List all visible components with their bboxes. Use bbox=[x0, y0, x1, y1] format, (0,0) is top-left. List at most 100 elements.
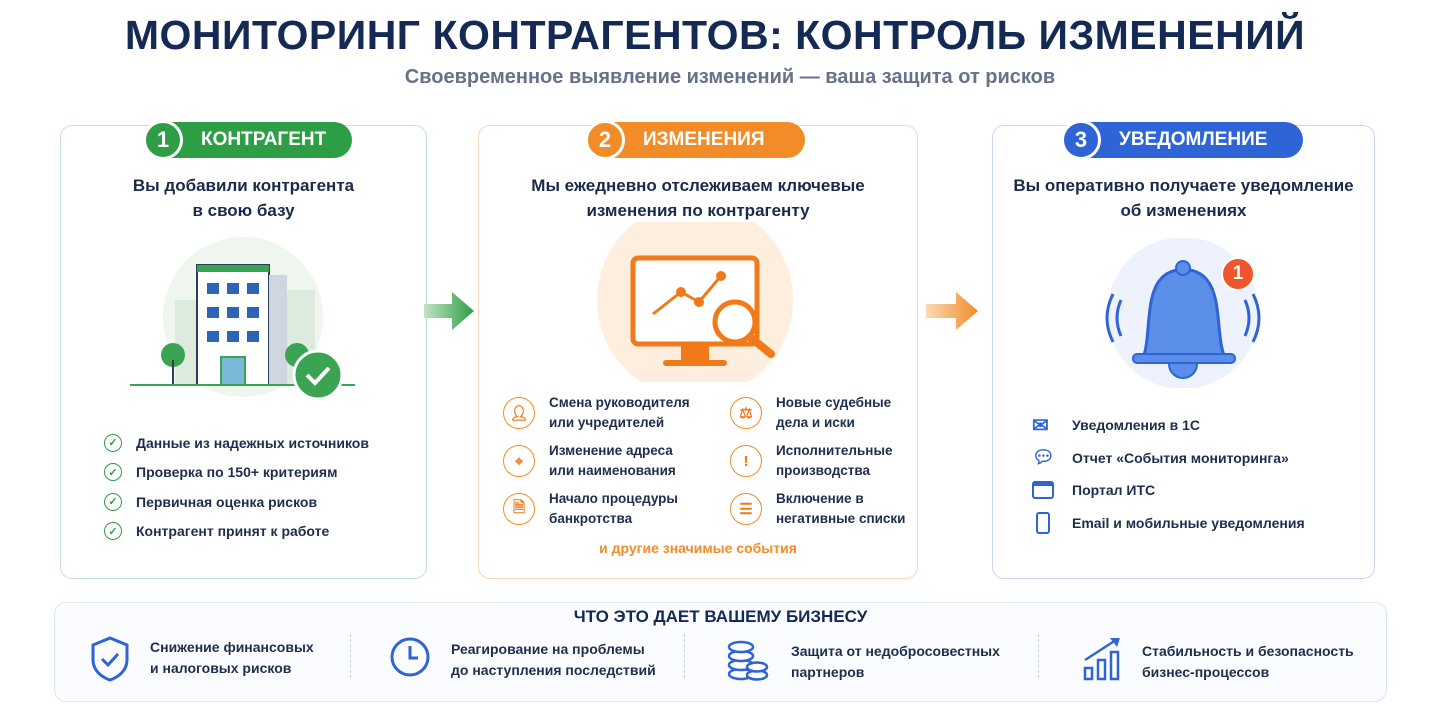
check-item-text: Проверка по 150+ критериям bbox=[136, 464, 338, 481]
benefit-item: Реагирование на проблемы до наступления п… bbox=[389, 636, 656, 684]
growth-chart-icon bbox=[1082, 636, 1122, 688]
divider bbox=[350, 634, 351, 678]
coins-stack-icon bbox=[725, 636, 769, 688]
channel-text: Отчет «События мониторинга» bbox=[1072, 449, 1289, 466]
divider bbox=[1038, 634, 1039, 678]
gavel-icon: ⚖︎ bbox=[730, 397, 762, 429]
check-item-text: Данные из надежных источников bbox=[136, 434, 369, 451]
exclamation-icon: ! bbox=[730, 445, 762, 477]
channel-item: Email и мобильные уведомления bbox=[1032, 507, 1305, 540]
notification-count-badge: 1 bbox=[1221, 257, 1255, 291]
notification-channels: ✉ Уведомления в 1С 💬︎ Отчет «События монит… bbox=[1032, 409, 1305, 539]
event-line: Начало процедуры bbox=[549, 491, 678, 506]
benefit-line: Снижение финансовых bbox=[150, 639, 314, 655]
channel-text: Уведомления в 1С bbox=[1072, 417, 1201, 434]
step-number: 3 bbox=[1061, 120, 1101, 160]
heading-line: Вы добавили контрагента bbox=[132, 176, 355, 195]
event-line: Изменение адреса bbox=[549, 443, 673, 458]
chat-bubble-icon: 💬︎ bbox=[1032, 447, 1055, 468]
channel-item: ✉ Уведомления в 1С bbox=[1032, 409, 1305, 442]
building-icon bbox=[130, 237, 355, 401]
benefit-line: и налоговых рисков bbox=[150, 660, 292, 676]
benefits-panel bbox=[54, 602, 1387, 702]
envelope-icon: ✉ bbox=[1032, 414, 1049, 437]
arrow-right-icon bbox=[926, 292, 978, 330]
check-circle-icon: ✓ bbox=[104, 492, 122, 511]
channel-item: 💬︎ Отчет «События мониторинга» bbox=[1032, 442, 1305, 475]
event-line: Смена руководителя bbox=[549, 395, 690, 410]
event-item: 👤︎ Смена руководителя или учредителей bbox=[503, 393, 730, 433]
change-events-grid: 👤︎ Смена руководителя или учредителей ⚖︎ Но… bbox=[503, 393, 913, 529]
event-line: производства bbox=[776, 463, 870, 478]
step-badge-3: 3 УВЕДОМЛЕНИЕ bbox=[1061, 120, 1303, 160]
step-badge-1: 1 КОНТРАГЕНТ bbox=[143, 120, 352, 160]
heading-line: изменения по контрагенту bbox=[586, 201, 810, 220]
event-line: негативные списки bbox=[776, 511, 906, 526]
benefits-title: ЧТО ЭТО ДАЕТ ВАШЕМУ БИЗНЕСУ bbox=[573, 607, 868, 626]
benefit-item: Снижение финансовых и налоговых рисков bbox=[90, 636, 314, 682]
benefit-line: Защита от недобросовестных bbox=[791, 643, 1000, 659]
step-label: КОНТРАГЕНТ bbox=[201, 129, 327, 150]
heading-line: об изменениях bbox=[1120, 201, 1247, 220]
check-item-text: Первичная оценка рисков bbox=[136, 493, 318, 510]
location-pin-icon: ⌖ bbox=[503, 445, 535, 477]
event-line: или наименования bbox=[549, 463, 676, 478]
mobile-phone-icon bbox=[1036, 511, 1050, 534]
check-circle-icon: ✓ bbox=[104, 463, 122, 482]
event-item: ⚖︎ Новые судебные дела и иски bbox=[730, 393, 913, 433]
list-icon: ☰ bbox=[730, 493, 762, 525]
more-events-text: и другие значимые события bbox=[599, 540, 797, 556]
heading-line: Вы оперативно получаете уведомление bbox=[1013, 176, 1354, 195]
clock-icon bbox=[389, 636, 431, 684]
channel-text: Портал ИТС bbox=[1072, 482, 1156, 499]
step-label: ИЗМЕНЕНИЯ bbox=[643, 129, 765, 150]
event-line: Новые судебные bbox=[776, 395, 892, 410]
event-line: дела и иски bbox=[776, 415, 855, 430]
event-line: Включение в bbox=[776, 491, 864, 506]
benefit-line: бизнес-процессов bbox=[1142, 664, 1270, 680]
person-icon: 👤︎ bbox=[503, 397, 535, 429]
check-item-text: Контрагент принят к работе bbox=[136, 523, 330, 540]
step-badge-2: 2 ИЗМЕНЕНИЯ bbox=[585, 120, 805, 160]
event-item: 🗎︎ Начало процедуры банкротства bbox=[503, 489, 730, 529]
channel-item: Портал ИТС bbox=[1032, 474, 1305, 507]
check-circle-icon: ✓ bbox=[104, 433, 122, 452]
page-subtitle: Своевременное выявление изменений — ваша… bbox=[404, 66, 1056, 88]
benefit-line: Стабильность и безопасность bbox=[1142, 643, 1354, 659]
event-line: или учредителей bbox=[549, 415, 665, 430]
check-item: ✓ Проверка по 150+ критериям bbox=[104, 458, 369, 488]
benefit-line: партнеров bbox=[791, 664, 865, 680]
heading-line: в свою базу bbox=[192, 201, 295, 220]
event-item: ⌖ Изменение адреса или наименования bbox=[503, 441, 730, 481]
divider bbox=[684, 634, 685, 678]
event-line: Исполнительные bbox=[776, 443, 893, 458]
browser-window-icon bbox=[1032, 481, 1054, 500]
page-title: МОНИТОРИНГ КОНТРАГЕНТОВ: КОНТРОЛЬ ИЗМЕНЕ… bbox=[124, 12, 1306, 58]
benefit-item: Защита от недобросовестных партнеров bbox=[725, 636, 1000, 688]
check-item: ✓ Данные из надежных источников bbox=[104, 428, 369, 458]
check-item: ✓ Первичная оценка рисков bbox=[104, 487, 369, 517]
event-item: ☰ Включение в негативные списки bbox=[730, 489, 913, 529]
check-circle-icon: ✓ bbox=[104, 522, 122, 541]
counterparty-checklist: ✓ Данные из надежных источников ✓ Проверка… bbox=[104, 428, 369, 546]
step-label: УВЕДОМЛЕНИЕ bbox=[1119, 129, 1268, 150]
heading-line: Мы ежедневно отслеживаем ключевые bbox=[531, 176, 865, 195]
shield-check-icon bbox=[90, 636, 130, 682]
step-heading: Мы ежедневно отслеживаем ключевые изменен… bbox=[478, 173, 918, 223]
step-number: 2 bbox=[585, 120, 625, 160]
event-item: ! Исполнительные производства bbox=[730, 441, 913, 481]
event-line: банкротства bbox=[549, 511, 633, 526]
document-icon: 🗎︎ bbox=[503, 493, 535, 525]
benefit-line: до наступления последствий bbox=[451, 662, 656, 678]
step-heading: Вы добавили контрагента в свою базу bbox=[60, 173, 427, 223]
step-card-changes bbox=[478, 125, 918, 579]
step-number: 1 bbox=[143, 120, 183, 160]
check-item: ✓ Контрагент принят к работе bbox=[104, 517, 369, 547]
benefit-line: Реагирование на проблемы bbox=[451, 641, 645, 657]
channel-text: Email и мобильные уведомления bbox=[1072, 514, 1305, 531]
step-heading: Вы оперативно получаете уведомление об из… bbox=[992, 173, 1375, 223]
bell-icon bbox=[1105, 238, 1261, 388]
benefit-item: Стабильность и безопасность бизнес-процес… bbox=[1082, 636, 1354, 688]
arrow-right-icon bbox=[424, 292, 474, 330]
monitor-analytics-icon bbox=[597, 222, 793, 382]
